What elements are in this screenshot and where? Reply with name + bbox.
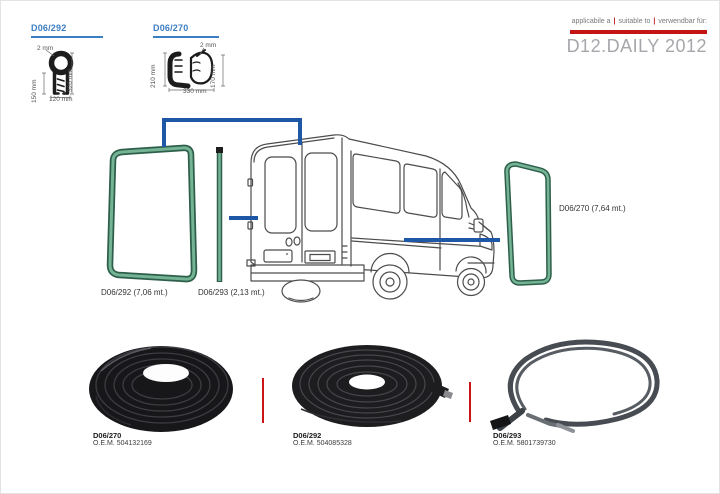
red-divider (469, 382, 471, 422)
diagram-label-d06-270: D06/270 (7,64 mt.) (559, 204, 626, 213)
dim-label-left: 210 mm (150, 64, 157, 88)
separator: | (613, 18, 616, 25)
van-line-drawing (246, 134, 495, 303)
product-oem: O.E.M. 504085328 (293, 440, 352, 447)
heading-underline (31, 36, 103, 38)
seal-coil-photo-d06-270 (89, 346, 233, 432)
dim-label-bottom: 120 mm (49, 96, 73, 103)
dim-label-right: 170 mm (210, 64, 217, 88)
connector-lines (162, 118, 500, 242)
product-oem: O.E.M. 5801739730 (493, 440, 556, 447)
applicability-text-it: applicabile a (571, 18, 611, 25)
product-code: D06/292 (293, 431, 322, 440)
applicability-text-de: verwendbar für: (658, 18, 707, 25)
applicability-line: applicabile a|suitable to|verwendbar für… (407, 18, 707, 25)
seal-outline-d06-270 (504, 161, 552, 286)
product-label: D06/293 O.E.M. 5801739730 (493, 431, 556, 447)
seal-coil-photo-d06-292 (292, 345, 453, 427)
profile-cross-section-d06-270-icon (163, 47, 225, 92)
diagram-label-d06-293: D06/293 (2,13 mt.) (198, 288, 265, 297)
dim-label-top: 2 mm (37, 45, 54, 52)
seal-strip-d06-293 (216, 147, 223, 282)
model-title: D12.DAILY 2012 (566, 36, 707, 56)
product-code: D06/270 (93, 431, 122, 440)
product-label: D06/292 O.E.M. 504085328 (293, 431, 352, 447)
seal-loop-photo-d06-293 (490, 339, 660, 433)
profile-cross-section-d06-292-icon (42, 49, 74, 100)
red-accent-bar (570, 30, 707, 34)
red-divider (262, 378, 264, 423)
applicability-text-en: suitable to (618, 18, 651, 25)
separator: | (653, 18, 656, 25)
profile-code-heading: D06/270 (153, 23, 189, 33)
dim-label-bottom: 330 mm (183, 88, 207, 95)
dim-label-top: 2 mm (200, 42, 217, 49)
product-oem: O.E.M. 504132169 (93, 440, 152, 447)
seal-outline-d06-292 (106, 144, 198, 283)
dim-label-left: 150 mm (31, 79, 38, 103)
heading-underline (153, 36, 219, 38)
product-code: D06/293 (493, 431, 522, 440)
product-label: D06/270 O.E.M. 504132169 (93, 431, 152, 447)
diagram-label-d06-292: D06/292 (7,06 mt.) (101, 288, 168, 297)
profile-code-heading: D06/292 (31, 23, 67, 33)
dim-label-right: 320 mm (67, 68, 74, 92)
